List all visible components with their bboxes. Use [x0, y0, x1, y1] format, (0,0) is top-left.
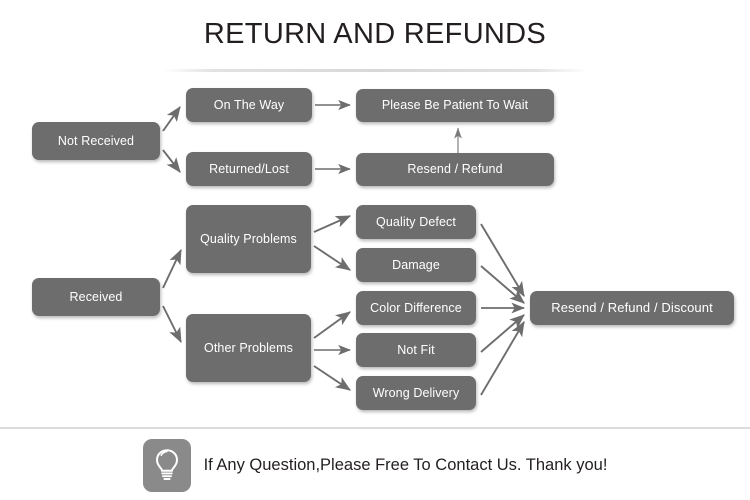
- footer-text: If Any Question,Please Free To Contact U…: [203, 455, 608, 474]
- title-divider: [163, 69, 587, 72]
- node-label: Resend / Refund / Discount: [551, 300, 713, 316]
- node-received[interactable]: Received: [32, 278, 160, 316]
- node-damage[interactable]: Damage: [356, 248, 476, 282]
- node-label: Quality Defect: [376, 214, 456, 229]
- node-label: Other Problems: [204, 340, 293, 355]
- node-quality-defect[interactable]: Quality Defect: [356, 205, 476, 239]
- node-other-problems[interactable]: Other Problems: [186, 314, 311, 382]
- node-label: Not Received: [57, 133, 135, 148]
- node-color-difference[interactable]: Color Difference: [356, 291, 476, 325]
- node-wrong-delivery[interactable]: Wrong Delivery: [356, 376, 476, 410]
- node-returned-lost[interactable]: Returned/Lost: [186, 152, 312, 186]
- node-resend-refund-discount[interactable]: Resend / Refund / Discount: [530, 291, 734, 325]
- node-label: Damage: [392, 257, 440, 272]
- node-please-be-patient-to-wait[interactable]: Please Be Patient To Wait: [356, 89, 554, 122]
- footer-divider: [0, 427, 750, 429]
- node-quality-problems[interactable]: Quality Problems: [186, 205, 311, 273]
- node-label: Resend / Refund: [407, 162, 503, 176]
- node-label: Color Difference: [370, 300, 462, 315]
- node-label: Received: [69, 289, 123, 304]
- page-title: RETURN AND REFUNDS: [203, 18, 547, 50]
- node-label: Please Be Patient To Wait: [381, 98, 529, 112]
- node-not-received[interactable]: Not Received: [32, 122, 160, 160]
- node-label: Quality Problems: [200, 231, 297, 246]
- node-label: Wrong Delivery: [372, 385, 460, 400]
- node-label: Returned/Lost: [209, 161, 289, 176]
- node-label: On The Way: [213, 97, 285, 112]
- node-label: Not Fit: [397, 342, 435, 357]
- node-not-fit[interactable]: Not Fit: [356, 333, 476, 367]
- footer: If Any Question,Please Free To Contact U…: [0, 436, 750, 494]
- node-resend-refund[interactable]: Resend / Refund: [356, 153, 554, 186]
- lightbulb-icon: [142, 438, 191, 492]
- node-on-the-way[interactable]: On The Way: [186, 88, 312, 122]
